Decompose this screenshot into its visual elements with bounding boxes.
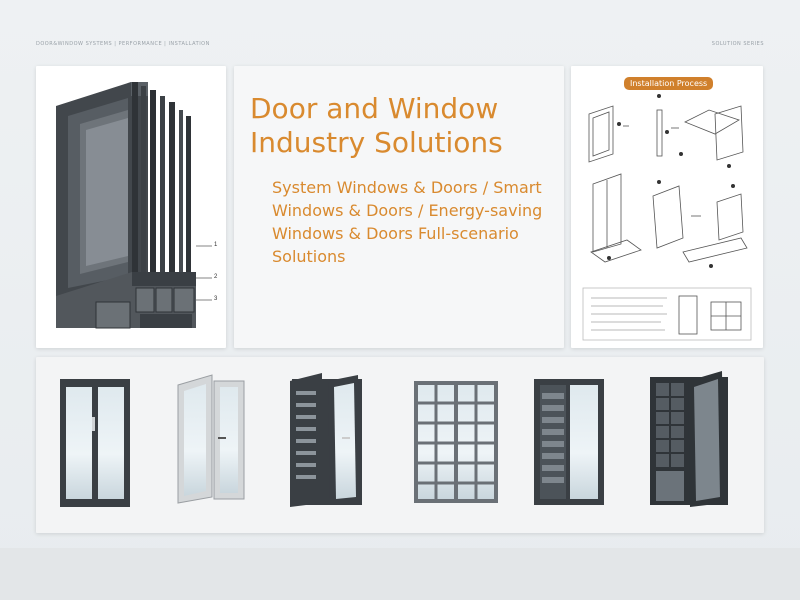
installation-process-label: Installation Process bbox=[624, 77, 714, 90]
header-left-text: DOOR&WINDOW SYSTEMS | PERFORMANCE | INST… bbox=[36, 41, 210, 47]
product-louvered-single-window bbox=[534, 379, 604, 505]
product-casement-window-double bbox=[60, 379, 130, 507]
aluminum-profile-illustration bbox=[56, 82, 212, 329]
product-grille-double-door bbox=[414, 381, 498, 503]
hero-subtitle: System Windows & Doors / Smart Windows &… bbox=[272, 178, 543, 266]
product-showcase-panel bbox=[36, 357, 764, 533]
footer-band bbox=[0, 548, 800, 600]
product-louvered-open-window bbox=[290, 373, 362, 507]
callout-3: 3 bbox=[214, 296, 218, 302]
installation-process-panel: Installation Process bbox=[571, 66, 763, 348]
profile-section-panel: 1 2 3 bbox=[36, 66, 226, 348]
hero-title: Door and Window Industry Solutions bbox=[250, 92, 503, 159]
header-right-text: SOLUTION SERIES bbox=[711, 41, 764, 47]
callout-2: 2 bbox=[214, 274, 218, 280]
product-grille-tilt-window bbox=[650, 371, 728, 507]
callout-1: 1 bbox=[214, 242, 218, 248]
product-open-casement-silver bbox=[177, 374, 245, 504]
installation-diagram bbox=[582, 94, 752, 341]
product-row bbox=[60, 371, 728, 507]
hero-title-panel: Door and Window Industry Solutions Syste… bbox=[234, 66, 564, 348]
